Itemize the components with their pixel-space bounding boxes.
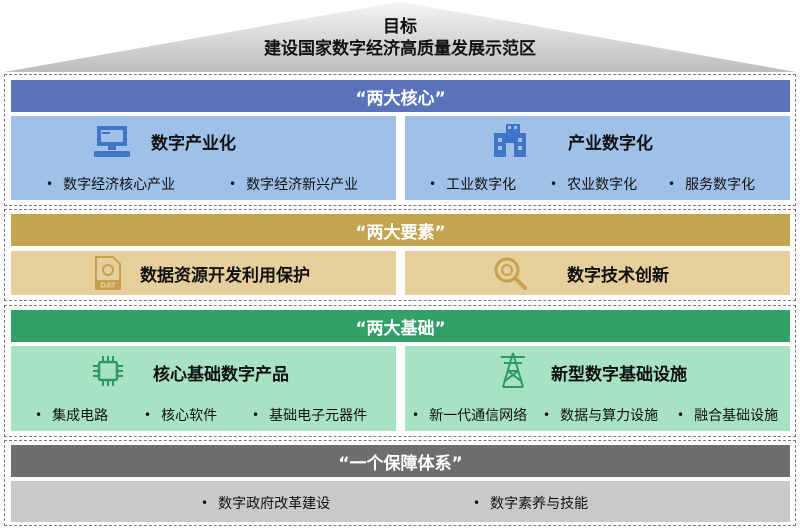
base-right-panel: 新型数字基础设施 新一代通信网络 数据与算力设施 融合基础设施 xyxy=(405,346,790,431)
guarantee-panel: 数字政府改革建设 数字素养与技能 xyxy=(11,481,790,522)
base-left-panel: 核心基础数字产品 集成电路 核心软件 基础电子元器件 xyxy=(11,346,396,431)
elements-band: “两大要素” xyxy=(11,214,790,246)
elements-left-title: 数据资源开发利用保护 xyxy=(140,265,310,286)
section-base xyxy=(4,305,796,437)
magnifier-icon xyxy=(490,254,530,292)
base-left-item-3: 基础电子元器件 xyxy=(252,405,367,425)
goal-text: 建设国家数字经济高质量发展示范区 xyxy=(264,39,536,59)
goal-heading: 目标 建设国家数字经济高质量发展示范区 xyxy=(0,16,800,60)
elements-right-panel: 数字技术创新 xyxy=(405,251,790,295)
chip-icon xyxy=(89,352,127,390)
base-right-item-3: 融合基础设施 xyxy=(677,405,778,425)
guarantee-item-2: 数字素养与技能 xyxy=(473,493,588,513)
guarantee-band: “一个保障体系” xyxy=(11,445,790,477)
core-left-item-2: 数字经济新兴产业 xyxy=(229,174,358,194)
core-right-item-2: 农业数字化 xyxy=(550,174,637,194)
core-right-panel: 产业数字化 工业数字化 农业数字化 服务数字化 xyxy=(405,116,790,200)
core-right-item-3: 服务数字化 xyxy=(668,174,755,194)
section-core xyxy=(4,74,796,206)
base-right-item-2: 数据与算力设施 xyxy=(543,405,658,425)
base-left-item-2: 核心软件 xyxy=(144,405,217,425)
elements-right-title: 数字技术创新 xyxy=(567,265,669,286)
tower-icon xyxy=(493,350,533,390)
data-file-icon: DAT xyxy=(89,254,127,292)
core-left-title: 数字产业化 xyxy=(151,133,236,154)
core-band: “两大核心” xyxy=(11,80,790,112)
goal-label: 目标 xyxy=(383,17,417,37)
guarantee-item-1: 数字政府改革建设 xyxy=(201,493,330,513)
base-left-title: 核心基础数字产品 xyxy=(153,364,289,385)
section-guarantee xyxy=(4,440,796,526)
base-left-item-1: 集成电路 xyxy=(35,405,108,425)
section-elements xyxy=(4,209,796,301)
core-left-panel: 数字产业化 数字经济核心产业 数字经济新兴产业 xyxy=(11,116,396,200)
base-right-title: 新型数字基础设施 xyxy=(551,364,687,385)
core-right-title: 产业数字化 xyxy=(568,133,653,154)
base-right-item-1: 新一代通信网络 xyxy=(412,405,527,425)
factory-icon xyxy=(487,120,533,162)
base-band: “两大基础” xyxy=(11,310,790,342)
computer-icon xyxy=(89,122,135,162)
elements-left-panel: DAT 数据资源开发利用保护 xyxy=(11,251,396,295)
core-right-item-1: 工业数字化 xyxy=(429,174,516,194)
roof-shape xyxy=(4,2,796,72)
svg-text:DAT: DAT xyxy=(100,282,116,290)
core-left-item-1: 数字经济核心产业 xyxy=(46,174,175,194)
